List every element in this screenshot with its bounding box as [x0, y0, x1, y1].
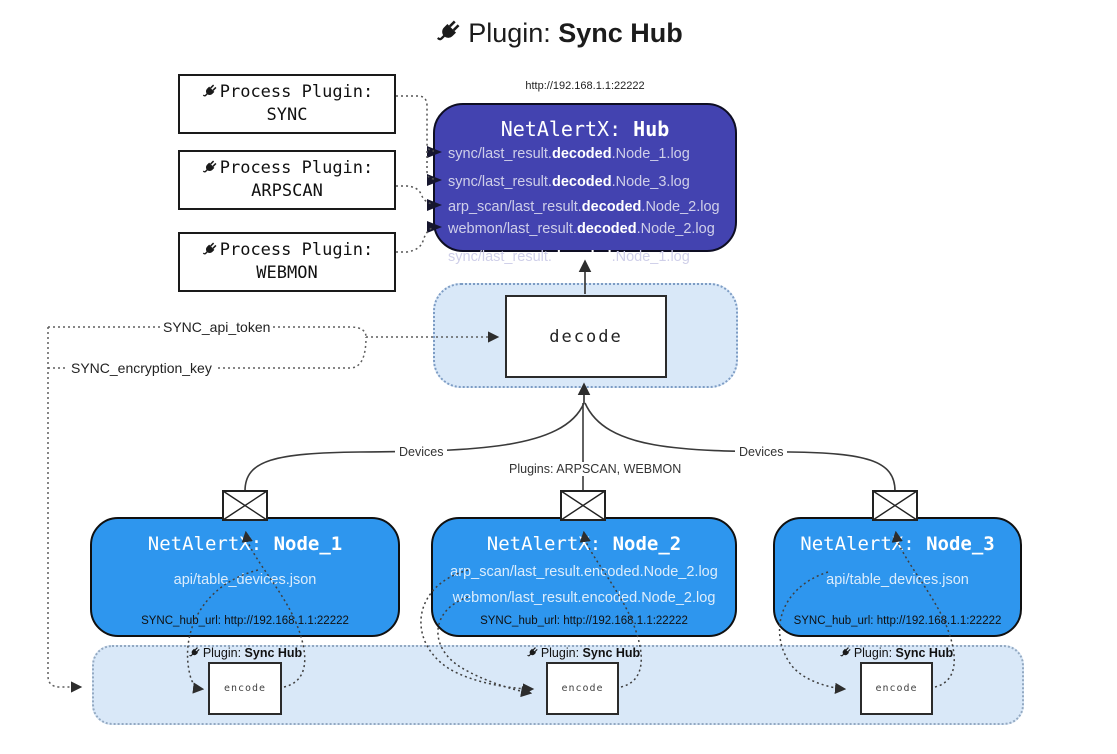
hub-log-line: sync/last_result.decoded.Node_1.log [448, 249, 690, 265]
process-plugin-sync: Process Plugin: SYNC [178, 74, 396, 134]
node-1-box: NetAlertX: Node_1 api/table_devices.json… [90, 517, 400, 637]
node-title: NetAlertX: Node_2 [486, 533, 682, 555]
process-plugin-label: Process Plugin: [219, 240, 374, 260]
plug-icon [201, 83, 218, 105]
devices-right-label: Devices [735, 445, 788, 459]
page-title: Plugin: Sync Hub [0, 18, 1117, 53]
plug-icon [201, 241, 218, 263]
hub-title: NetAlertX: Hub [500, 117, 670, 141]
envelope-icon [222, 490, 918, 521]
node-file: api/table_devices.json [173, 572, 317, 588]
plugins-center-label: Plugins: ARPSCAN, WEBMON [505, 462, 686, 476]
encoder-label: Plugin: Sync Hub [526, 646, 640, 662]
node-to-decode-curve [244, 402, 896, 492]
plug-icon [201, 159, 218, 181]
node-title: NetAlertX: Node_3 [800, 533, 995, 555]
encoder-label: Plugin: Sync Hub [188, 646, 302, 662]
decode-box: decode [505, 295, 667, 378]
process-plugin-label: Process Plugin: [219, 82, 374, 102]
sync-api-token-label: SYNC_api_token [160, 319, 274, 335]
node-hub-url: SYNC_hub_url: http://192.168.1.1:22222 [793, 615, 1002, 627]
plug-icon [434, 18, 462, 53]
node-file: api/table_devices.json [826, 572, 969, 588]
title-prefix: Plugin: [468, 18, 551, 48]
hub-log-line: sync/last_result.decoded.Node_3.log [448, 174, 690, 190]
process-plugin-webmon: Process Plugin: WEBMON [178, 232, 396, 292]
process-plugin-arpscan: Process Plugin: ARPSCAN [178, 150, 396, 210]
plugin-to-hub-connector [396, 95, 435, 253]
plug-icon [839, 646, 852, 662]
title-name: Sync Hub [558, 18, 683, 48]
node-hub-url: SYNC_hub_url: http://192.168.1.1:22222 [480, 615, 688, 627]
process-plugin-name: SYNC [266, 105, 308, 125]
process-plugin-name: WEBMON [256, 263, 318, 283]
sync-encryption-key-label: SYNC_encryption_key [68, 360, 215, 376]
node-hub-url: SYNC_hub_url: http://192.168.1.1:22222 [141, 615, 349, 627]
plug-icon [526, 646, 539, 662]
encoder-label: Plugin: Sync Hub [839, 646, 953, 662]
hub-box: NetAlertX: Hub sync/last_result.decoded.… [433, 103, 737, 265]
encode-box: encode [208, 662, 282, 715]
hub-url: http://192.168.1.1:22222 [525, 80, 645, 92]
node-file: arp_scan/last_result.encoded.Node_2.log [450, 564, 718, 580]
node-file: webmon/last_result.encoded.Node_2.log [452, 590, 716, 606]
encode-box: encode [860, 662, 933, 715]
encode-box: encode [546, 662, 619, 715]
node-3-box: NetAlertX: Node_3 api/table_devices.json… [773, 517, 1022, 637]
node-2-box: NetAlertX: Node_2 arp_scan/last_result.e… [431, 517, 737, 637]
hub-log-line: arp_scan/last_result.decoded.Node_2.log [448, 199, 720, 215]
plug-icon [188, 646, 201, 662]
hub-log-line: sync/last_result.decoded.Node_1.log [448, 146, 690, 162]
devices-left-label: Devices [395, 445, 448, 459]
process-plugin-name: ARPSCAN [251, 181, 323, 201]
process-plugin-label: Process Plugin: [219, 158, 374, 178]
hub-log-line: webmon/last_result.decoded.Node_2.log [448, 221, 715, 237]
node-title: NetAlertX: Node_1 [147, 533, 343, 555]
